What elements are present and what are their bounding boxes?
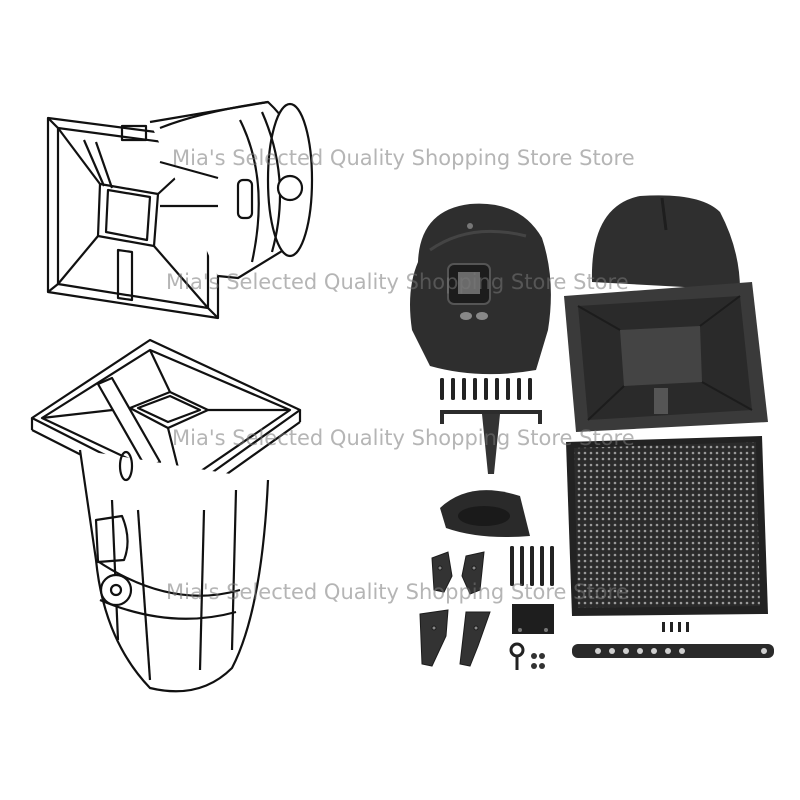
throat-adapter [440, 410, 542, 537]
line-drawing-side-view [46, 100, 314, 320]
rigging-bar [572, 644, 774, 658]
mounting-plate [512, 604, 554, 634]
mounting-brackets [419, 551, 491, 667]
line-drawing-top-view [30, 338, 302, 693]
long-bolts [510, 546, 554, 586]
grille-screws [662, 622, 689, 632]
nuts [531, 653, 545, 669]
eye-bolt [509, 642, 525, 670]
screws-row [440, 378, 532, 400]
perforated-grille [566, 436, 768, 616]
driver-housing [410, 203, 551, 375]
horn [564, 195, 768, 432]
